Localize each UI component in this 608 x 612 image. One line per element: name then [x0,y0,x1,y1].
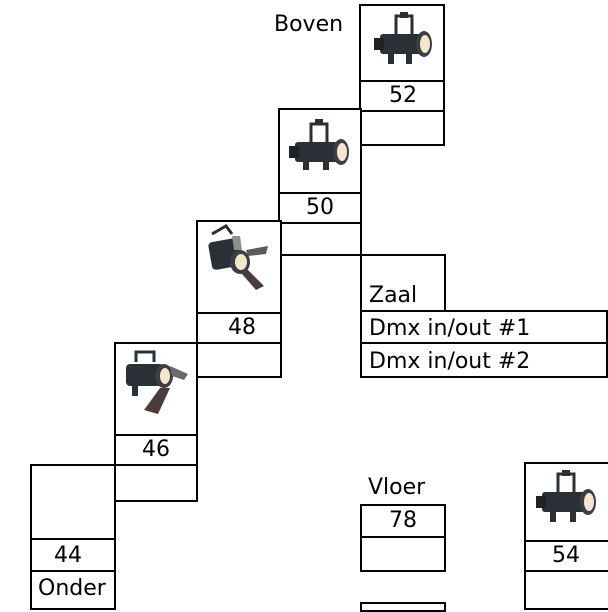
connector-line [280,254,362,256]
number-cell-54 [524,540,608,572]
number-cell-44 [30,538,116,572]
label-boven: Boven [274,12,344,37]
empty-cell-78 [360,536,446,572]
fixture-number-46: 46 [142,437,170,462]
fixture-number-52: 52 [389,83,417,108]
fixture-box-44 [30,464,116,540]
fixture-number-78: 78 [389,508,417,533]
fixture-box-46 [114,342,198,436]
spotlight-icon [530,468,604,534]
empty-cell-48 [196,342,282,378]
empty-cell-54 [524,570,608,610]
label-onder: Onder [38,576,106,601]
fresnel-spotlight-icon [200,224,274,298]
spotlight-icon [283,114,357,184]
fixture-number-50: 50 [306,195,334,220]
label-dmx-2: Dmx in/out #2 [369,349,531,374]
empty-cell-52 [359,110,445,146]
empty-cell-50 [278,222,362,256]
spotlight-icon [366,8,440,78]
label-dmx-1: Dmx in/out #1 [369,316,531,341]
label-zaal: Zaal [369,283,418,308]
empty-cell-46 [114,464,198,502]
fresnel-spotlight-icon [118,348,192,422]
number-cell-78 [360,504,446,538]
dmx-cell-2 [360,342,608,378]
label-vloer: Vloer [368,475,426,500]
fixture-number-44: 44 [54,543,82,568]
fixture-number-48: 48 [228,315,256,340]
fixture-number-54: 54 [552,543,580,568]
zaal-box [360,254,446,312]
partial-cell-78 [360,602,446,612]
